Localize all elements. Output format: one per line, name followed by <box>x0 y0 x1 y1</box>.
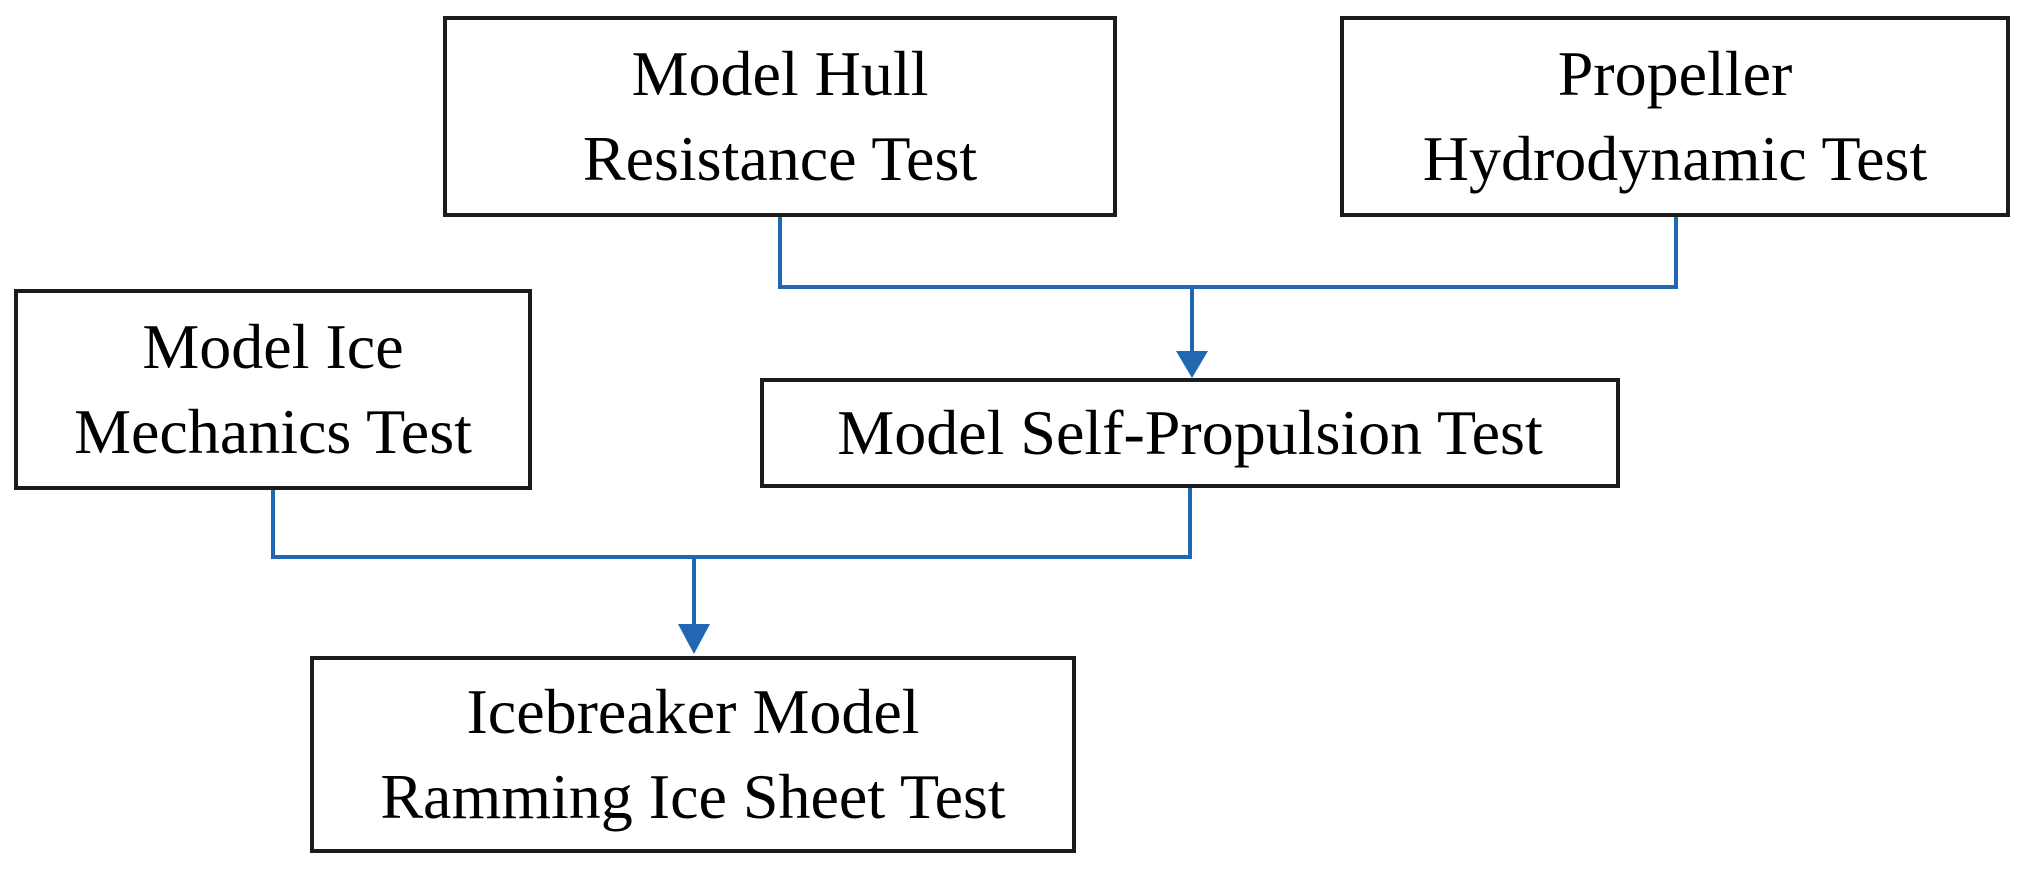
node-propeller-hydrodynamic-test: Propeller Hydrodynamic Test <box>1340 16 2010 217</box>
node-model-self-propulsion-test: Model Self-Propulsion Test <box>760 378 1620 488</box>
node-model-ice-mechanics-test: Model Ice Mechanics Test <box>14 289 532 490</box>
node-icebreaker-model-ramming-ice-sheet-test: Icebreaker Model Ramming Ice Sheet Test <box>310 656 1076 853</box>
arrowhead-to-ramming-test-icon <box>678 624 710 654</box>
connector-bottom-bus <box>271 487 1192 559</box>
arrowhead-to-self-propulsion-icon <box>1176 351 1208 378</box>
connector-top-bus <box>778 215 1678 289</box>
node-model-hull-resistance-test: Model Hull Resistance Test <box>443 16 1117 217</box>
